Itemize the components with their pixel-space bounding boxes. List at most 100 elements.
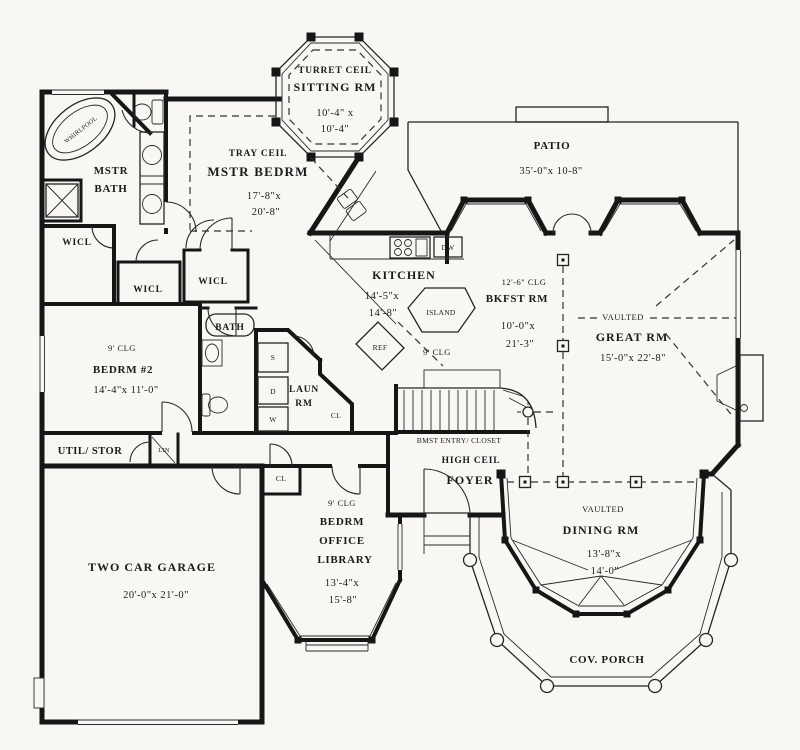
laundry-door (293, 335, 315, 356)
dining-dim2-label: 14'-0" (591, 566, 619, 577)
mstr-bedrm-ceil-label: TRAY CEIL (229, 149, 288, 159)
porch-post (698, 632, 714, 648)
dryer (257, 376, 289, 405)
garage-dim-label: 20'-0"x 21'-0" (123, 590, 189, 601)
stair-landing (423, 369, 501, 389)
mstr-bedrm-dim2-label: 20'-8" (252, 207, 280, 218)
ref-label: REF (373, 343, 388, 352)
dining-clg-label: VAULTED (582, 504, 624, 514)
bedrm2-clg-label: 9' CLG (108, 343, 136, 353)
office-clg-label: 9' CLG (328, 498, 356, 508)
porch-post (647, 678, 663, 694)
bmst-label: BMST ENTRY/ CLOSET (417, 436, 502, 445)
kitchen-counters (314, 170, 476, 371)
bath2-door (207, 307, 237, 337)
dining-bay (496, 469, 709, 618)
kitchen-dim1-label: 14'-5"x (365, 291, 399, 302)
sitting-dim1-label: 10'-4" x (316, 108, 354, 119)
laun-label-1: LAUN (289, 385, 319, 395)
turret (271, 32, 399, 162)
office-door (331, 465, 361, 495)
shower (45, 183, 79, 218)
refrigerator (355, 321, 405, 371)
hall-closet-door (269, 443, 293, 467)
mstr-bedrm-dim1-label: 17'-8"x (247, 191, 281, 202)
bedrm2-label: BEDRM #2 (93, 364, 153, 376)
office-label-3: LIBRARY (317, 554, 372, 566)
laundry-sink (257, 342, 289, 373)
bath-badge-label: BATH (215, 323, 244, 333)
doors (91, 109, 592, 516)
dw-label: DW (441, 243, 455, 252)
mstr-hall-door (185, 219, 215, 249)
bkfst-label: BKFST RM (486, 293, 549, 305)
dining-radial-lines (511, 539, 693, 606)
patio-dim-label: 35'-0"x 10-8" (519, 166, 582, 177)
bedrm2-dim-label: 14'-4"x 11'-0" (93, 385, 158, 396)
windows (33, 87, 743, 727)
mstr-bath-toilet (132, 99, 164, 125)
wicl3-label: WICL (198, 277, 228, 287)
util-label: UTIL/ STOR (58, 446, 123, 457)
kitchen-clg-dash (397, 321, 444, 367)
tray-ceiling-dash (189, 115, 349, 232)
porch-post (723, 552, 739, 568)
stove (389, 236, 431, 259)
entry-steps (423, 517, 471, 554)
wicl1-door (91, 225, 115, 249)
util-door (129, 441, 151, 463)
sitting-dim2-label: 10'-4" (321, 124, 349, 135)
garage-door (78, 719, 238, 725)
columns (517, 253, 643, 489)
foyer-label: FOYER (447, 473, 494, 487)
porch-post (489, 632, 505, 648)
garage-label: TWO CAR GARAGE (88, 560, 216, 574)
lin-label: LIN (158, 447, 170, 454)
bath-badge-outline (205, 313, 255, 337)
exterior-walls (39, 89, 742, 725)
office-dim2-label: 15'-8" (329, 595, 357, 606)
whirlpool-tub: WHIRLPOOL (44, 97, 116, 161)
laun-label-2: RM (295, 399, 312, 409)
dishwasher (433, 236, 463, 258)
great-clg-label: VAULTED (602, 312, 644, 322)
stairs (396, 369, 537, 430)
wicl1-label: WICL (62, 238, 92, 248)
kitchen-dim2-label: 14'-8" (369, 308, 397, 319)
mstr-bath-label-2: BATH (94, 183, 127, 195)
garage-entry-door (211, 465, 241, 495)
patio-label: PATIO (534, 140, 571, 152)
laundry-sink-label: S (271, 353, 275, 362)
great-dim-label: 15'-0"x 22'-8" (600, 353, 666, 364)
porch-post (539, 678, 555, 694)
ceiling-dashes (189, 115, 736, 483)
patio-french-doors (552, 213, 592, 234)
wicl2-label: WICL (133, 285, 163, 295)
dining-label: DINING RM (563, 523, 640, 537)
washer (257, 406, 289, 432)
office-dim1-label: 13'-4"x (325, 578, 359, 589)
patio-outline (407, 106, 739, 233)
sitting-room-label: SITTING RM (293, 80, 376, 94)
mstr-bath-vanity (139, 131, 165, 225)
porch-post (462, 552, 478, 568)
washer-label: W (269, 415, 277, 424)
garage-side-door (33, 677, 45, 709)
whirlpool-label: WHIRLPOOL (63, 115, 99, 145)
bath2-fixtures (201, 339, 228, 417)
office-label-1: BEDRM (320, 516, 364, 528)
sitting-ceil-label: TURRET CEIL (298, 66, 372, 76)
laundry-appliances (257, 342, 289, 432)
lin-door-leaf (151, 436, 176, 464)
bedrm2-door (161, 401, 193, 433)
mstr-bath-label-1: MSTR (94, 165, 129, 177)
kitchen-label: KITCHEN (372, 268, 436, 282)
fireplace (716, 354, 764, 422)
foyer-clg-label: HIGH CEIL (442, 456, 501, 466)
front-door (423, 468, 471, 516)
wicl3-door (199, 217, 233, 251)
cl-hall-label: CL (276, 474, 286, 483)
vault-dash-great (578, 239, 736, 419)
labels: TURRET CEIL SITTING RM 10'-4" x 10'-4" T… (58, 66, 668, 666)
